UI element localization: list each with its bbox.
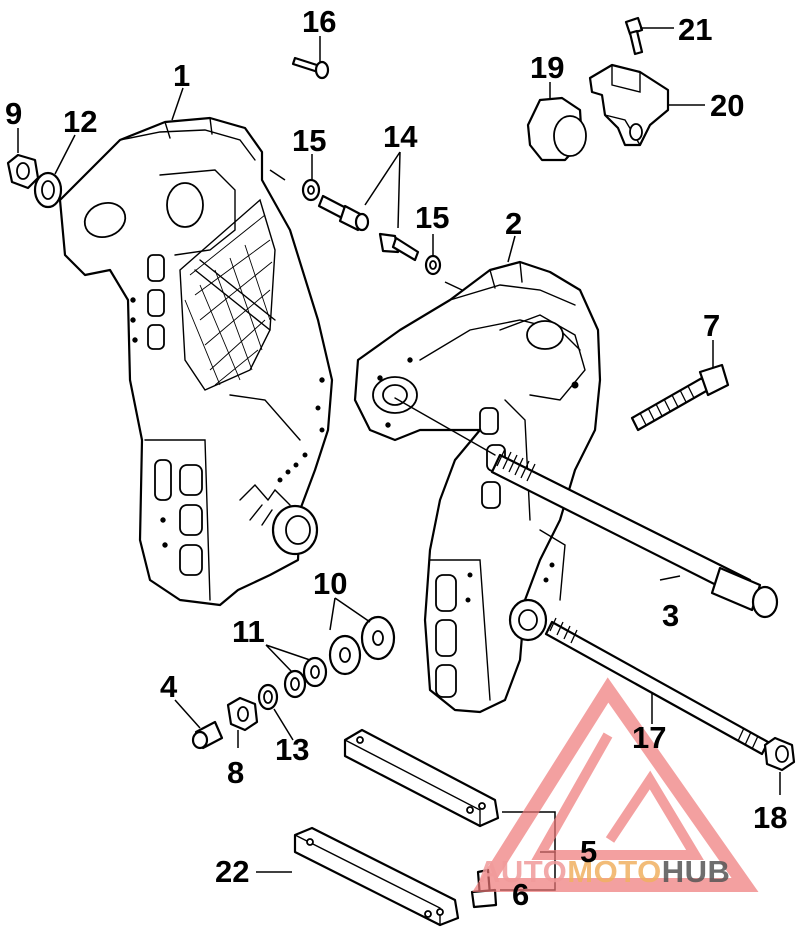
- callout-18: 18: [753, 800, 787, 835]
- watermark-triangle: [472, 677, 759, 892]
- washer-11-b: [265, 644, 311, 699]
- callout-2: 2: [505, 206, 522, 241]
- bolt-16: [291, 36, 330, 80]
- callout-17: 17: [632, 720, 666, 755]
- callout-10: 10: [313, 566, 347, 601]
- callout-21: 21: [678, 12, 712, 47]
- bolt-14-upper: [317, 194, 370, 232]
- callout-16: 16: [302, 4, 336, 39]
- callout-13: 13: [275, 732, 309, 767]
- washer-12: [33, 134, 76, 209]
- watermark-text: AUTOMOTOHUB: [478, 854, 730, 889]
- threaded-rod: [544, 617, 770, 756]
- callout-3: 3: [662, 598, 679, 633]
- cap-19: [526, 82, 587, 162]
- washer-15-lower: [424, 234, 442, 276]
- leader-lines: [171, 87, 516, 456]
- bracket-20: [588, 63, 705, 147]
- callout-15-lower: 15: [415, 200, 449, 235]
- washer-10-large: [360, 615, 396, 661]
- callout-8: 8: [227, 755, 244, 790]
- callout-7: 7: [703, 308, 720, 343]
- nut-8: [226, 696, 259, 748]
- bolt-21: [624, 16, 674, 56]
- nut-9: [6, 128, 40, 190]
- callout-1: 1: [173, 58, 190, 93]
- callout-9: 9: [5, 96, 22, 131]
- callout-20: 20: [710, 88, 744, 123]
- nut-18: [763, 736, 796, 795]
- callout-12: 12: [63, 104, 97, 139]
- bolt-7: [630, 340, 730, 432]
- bolt-14-lower: [364, 151, 420, 262]
- callout-15-upper: 15: [292, 123, 326, 158]
- callout-6: 6: [512, 877, 529, 912]
- callout-22: 22: [215, 854, 249, 889]
- clamp-bracket-right: [353, 260, 602, 714]
- callout-14: 14: [383, 119, 418, 154]
- washer-10-small: [328, 597, 371, 676]
- callout-4: 4: [160, 669, 178, 704]
- clamp-bracket-left: [58, 116, 334, 607]
- callout-19: 19: [530, 50, 564, 85]
- watermark-logo: [472, 677, 759, 892]
- long-bolt: [490, 448, 779, 619]
- spacer-4: [174, 699, 224, 750]
- washer-11-a: [302, 656, 328, 688]
- washer-15-upper: [301, 154, 321, 202]
- callout-11: 11: [232, 614, 265, 649]
- callout-labels: 1 2 3 4 5 6 7 8 9 10 11 12 13 14 15 15 1…: [5, 4, 787, 912]
- washer-13: [257, 683, 294, 741]
- pad-22: [256, 826, 460, 927]
- callout-5: 5: [580, 834, 597, 869]
- pad-5: [343, 728, 556, 853]
